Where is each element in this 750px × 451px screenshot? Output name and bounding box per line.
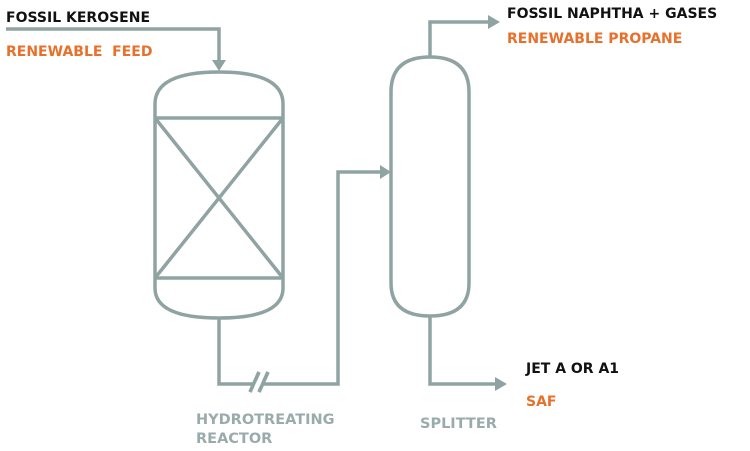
saf-label: SAF [526,394,556,410]
bottoms-arrow-icon [495,377,507,391]
line-break-mark-b2 [257,371,270,393]
renewable-propane-label: RENEWABLE PROPANE [507,31,682,47]
feed-line [6,27,221,62]
renewable-feed-label: RENEWABLE FEED [6,44,153,60]
overhead-arrow-icon [488,15,500,29]
hydrotreating-reactor [153,70,285,320]
splitter-column [389,55,471,318]
fossil-naphtha-gases-label: FOSSIL NAPHTHA + GASES [507,6,717,22]
reactor-label-line1: HYDROTREATING [196,412,335,428]
fossil-kerosene-label: FOSSIL KEROSENE [6,10,150,26]
feed-arrow-icon [212,60,226,71]
reactor-vessel [153,70,285,320]
catalyst-bed-cross-b [153,116,285,280]
line-break-mark-a2 [248,371,261,393]
splitter-inlet-arrow-icon [380,165,391,179]
reactor-to-splitter-line [217,170,380,386]
jet-a-label: JET A OR A1 [525,361,619,377]
bottoms-line [428,316,496,386]
line-break-gap [253,381,263,387]
splitter-label: SPLITTER [420,416,497,432]
overhead-line [428,20,489,57]
reactor-label-line2: REACTOR [196,431,272,447]
